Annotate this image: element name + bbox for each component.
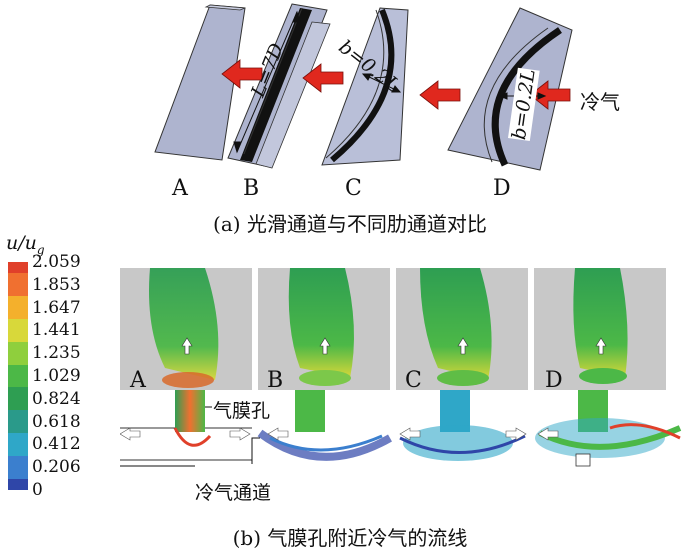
- colorbar-title: u/ug: [6, 232, 45, 257]
- model-label-a: A: [172, 176, 188, 201]
- colorbar-tick-label: 0: [32, 480, 43, 500]
- colorbar-band: [8, 387, 28, 411]
- panel-a-section: [120, 390, 252, 461]
- panel-label-c: C: [405, 368, 422, 393]
- colorbar-gradient: [8, 262, 28, 490]
- streamline-panels: [120, 268, 682, 467]
- channel-label: 冷气通道: [195, 482, 272, 504]
- colorbar-tick-label: 0.824: [32, 388, 81, 409]
- colorbar-band: [8, 319, 28, 342]
- colorbar-tick-label: 2.059: [32, 252, 81, 272]
- model-label-b: B: [243, 176, 260, 201]
- panel-c-section: [399, 390, 527, 461]
- colorbar-band: [8, 478, 28, 490]
- model-a-smooth-channel: [154, 4, 246, 161]
- dimension-l-line: [233, 10, 301, 154]
- colorbar-tick-label: 1.235: [32, 343, 81, 364]
- panel-a-top: [120, 268, 252, 390]
- colorbar-band: [8, 262, 28, 274]
- panel-c-top: [396, 268, 528, 390]
- cold-air-label: 冷气: [580, 90, 620, 114]
- model-label-d: D: [493, 176, 511, 201]
- colorbar-tick-label: 1.029: [32, 366, 81, 386]
- colorbar-band: [8, 455, 28, 479]
- colorbar-band: [8, 296, 28, 319]
- model-c-curved-rib-channel: [321, 7, 409, 166]
- colorbar-band: [8, 364, 28, 388]
- colorbar-tick-label: 0.412: [32, 434, 81, 455]
- channel-models-figure: [154, 3, 573, 171]
- colorbar-band: [8, 273, 28, 297]
- panel-b-section: [257, 390, 392, 461]
- colorbar-band: [8, 433, 28, 456]
- colorbar-tick-label: 1.647: [32, 297, 81, 318]
- flow-up-arrows: [181, 337, 607, 355]
- dimension-b-line-c: [361, 73, 402, 93]
- panel-label-a: A: [130, 368, 146, 393]
- colorbar-tick-label: 1.853: [32, 274, 81, 295]
- panel-d-section: [535, 390, 682, 467]
- colorbar-tick-label: 0.618: [32, 411, 81, 432]
- caption-a: (a) 光滑通道与不同肋通道对比: [213, 212, 487, 236]
- panel-label-d: D: [545, 368, 563, 393]
- model-b-straight-rib-channel: [227, 3, 331, 169]
- colorbar-band: [8, 410, 28, 433]
- caption-b: (b) 气膜孔附近冷气的流线: [232, 526, 468, 550]
- colorbar-band: [8, 341, 28, 365]
- colorbar-tick-label: 1.441: [32, 320, 81, 341]
- panel-label-b: B: [267, 368, 284, 393]
- model-d-curved-rib-channel: [447, 7, 573, 171]
- panel-d-top: [534, 268, 666, 390]
- cold-air-arrows: [221, 59, 571, 110]
- panel-b-top: [258, 268, 390, 390]
- model-label-c: C: [345, 176, 362, 201]
- film-hole-label: 气膜孔: [213, 396, 271, 423]
- colorbar-tick-label: 0.206: [32, 457, 81, 478]
